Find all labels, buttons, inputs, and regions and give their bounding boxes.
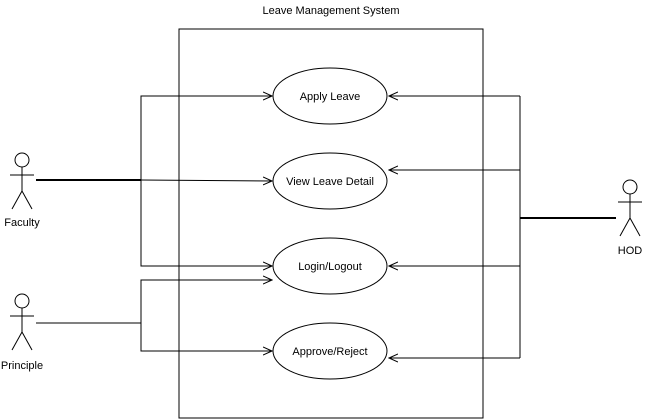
faculty-connectors — [36, 96, 272, 266]
use-case-apply-leave-label: Apply Leave — [300, 91, 361, 103]
use-case-login-logout[interactable]: Login/Logout — [272, 237, 388, 295]
hod-connectors — [389, 96, 616, 358]
actor-hod-label: HOD — [618, 245, 643, 257]
use-case-approve-reject-label: Approve/Reject — [292, 346, 367, 358]
system-title: Leave Management System — [263, 5, 400, 17]
use-case-approve-reject[interactable]: Approve/Reject — [272, 322, 388, 380]
actor-principle[interactable] — [10, 293, 34, 351]
use-case-login-logout-label: Login/Logout — [298, 261, 362, 273]
principle-connectors — [36, 280, 272, 351]
use-case-view-leave-detail-label: View Leave Detail — [286, 176, 374, 188]
use-case-view-leave-detail[interactable]: View Leave Detail — [272, 152, 388, 210]
use-case-apply-leave[interactable]: Apply Leave — [272, 67, 388, 125]
actor-hod[interactable] — [618, 179, 642, 237]
actor-faculty[interactable] — [10, 152, 34, 210]
system-boundary — [178, 28, 484, 419]
actor-faculty-label: Faculty — [4, 217, 40, 229]
actor-principle-label: Principle — [1, 360, 43, 372]
